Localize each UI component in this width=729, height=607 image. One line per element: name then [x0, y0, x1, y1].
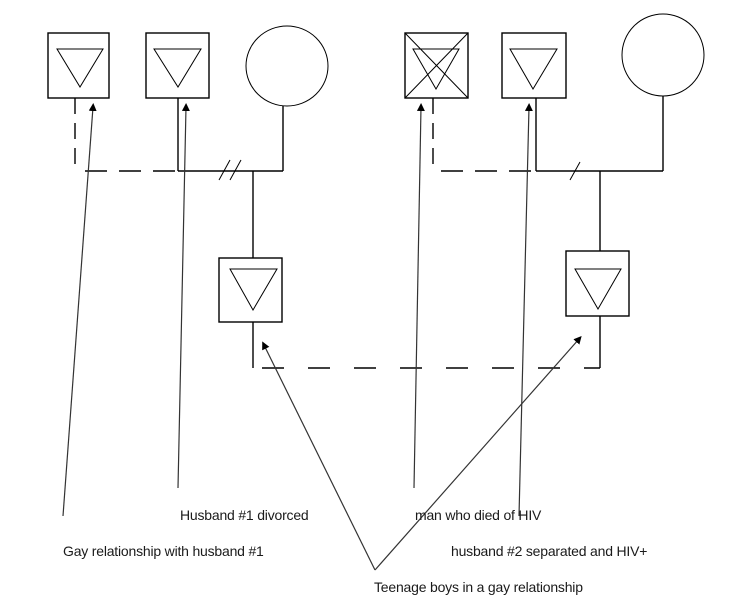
- arrow-deceased: [413, 103, 425, 489]
- label-teenage-boys: Teenage boys in a gay relationship: [374, 579, 583, 595]
- left-family-lines: [74, 98, 284, 258]
- arrow-gay-partner: [62, 103, 97, 517]
- person-husband-2: [501, 32, 567, 99]
- arrow-husband-1: [177, 103, 190, 489]
- person-woman-2: [621, 13, 705, 97]
- annotation-arrows: [62, 103, 582, 571]
- label-husband-2: husband #2 separated and HIV+: [451, 543, 648, 559]
- person-woman: [245, 25, 329, 107]
- person-deceased-man: [404, 32, 469, 99]
- label-died-hiv: man who died of HIV: [415, 507, 542, 523]
- right-family-lines: [432, 96, 664, 251]
- arrow-husband-2: [518, 103, 533, 517]
- arrow-son-1: [262, 341, 376, 571]
- label-gay-relationship: Gay relationship with husband #1: [63, 543, 264, 559]
- sons-relationship-lines: [252, 316, 601, 369]
- person-gay-partner: [47, 32, 110, 99]
- person-husband-1: [145, 32, 210, 99]
- person-son-1: [218, 257, 283, 323]
- arrow-son-2: [374, 336, 582, 571]
- person-son-2: [565, 250, 630, 317]
- label-husband-1: Husband #1 divorced: [180, 507, 309, 523]
